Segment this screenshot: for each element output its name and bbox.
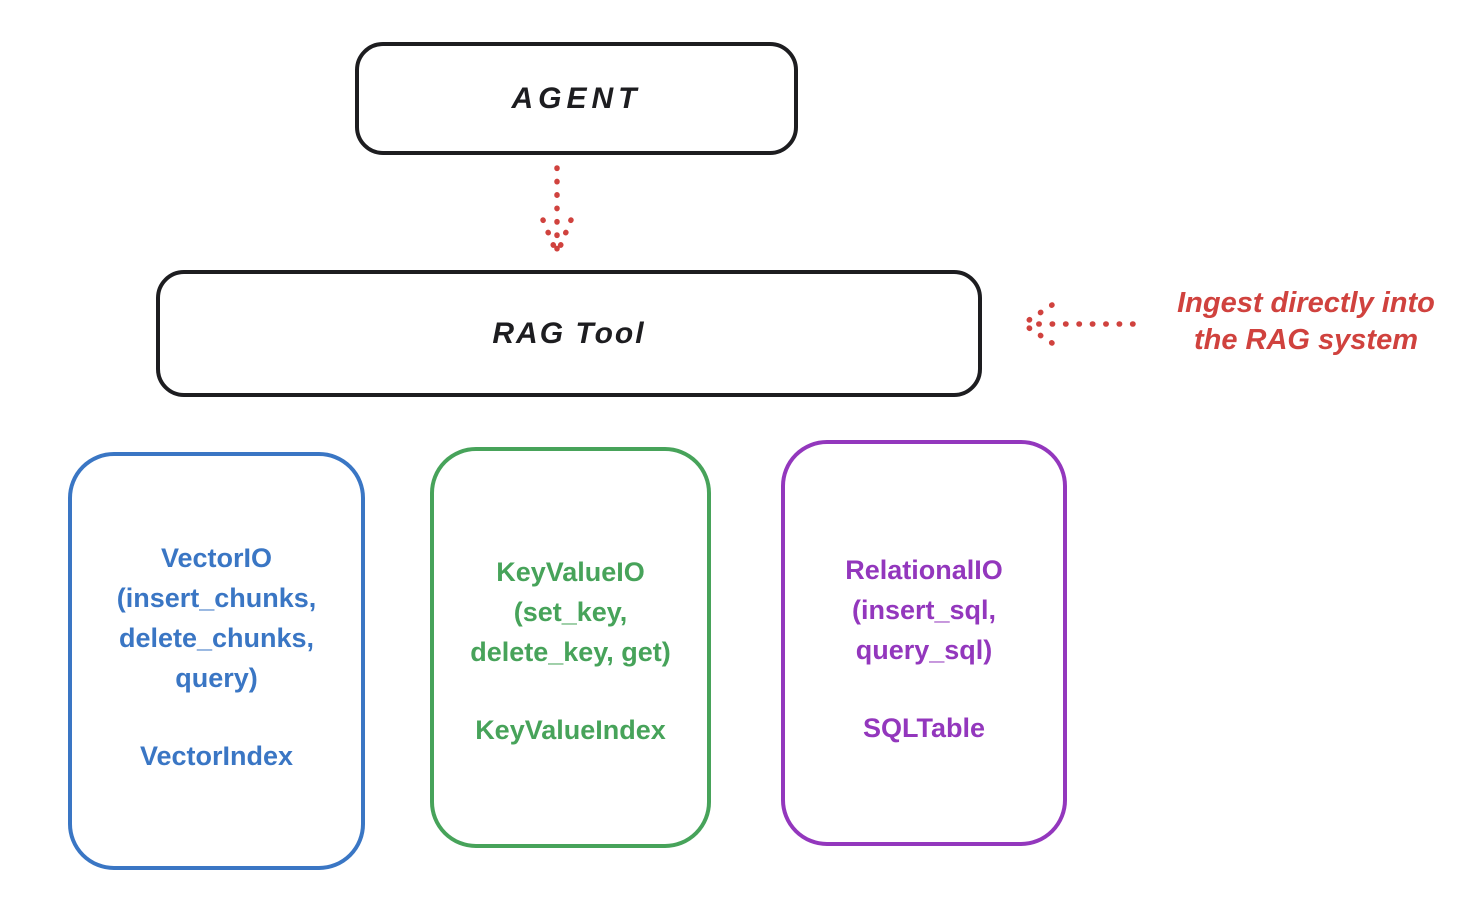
keyvalue-io-box: KeyValueIO (set_key, delete_key, get) Ke… bbox=[430, 447, 711, 848]
sql-table-label: SQLTable bbox=[862, 713, 985, 743]
rag-tool-label: RAG Tool bbox=[492, 316, 646, 350]
node-title-line: KeyValueIO bbox=[496, 557, 645, 587]
node-title-line: (insert_sql, bbox=[851, 595, 997, 625]
ingest-annotation-line1: Ingest directly into bbox=[1177, 287, 1435, 319]
vector-io-box: VectorIO (insert_chunks, delete_chunks, … bbox=[68, 452, 365, 870]
agent-box: AGENT bbox=[355, 42, 798, 155]
node-title-line: RelationalIO bbox=[845, 555, 1003, 585]
node-title-line: query) bbox=[175, 663, 258, 693]
vector-io-title: VectorIO (insert_chunks, delete_chunks, … bbox=[72, 538, 361, 698]
relational-io-title: RelationalIO (insert_sql, query_sql) bbox=[785, 550, 1063, 670]
node-title-line: (set_key, bbox=[513, 597, 628, 627]
agent-label: AGENT bbox=[511, 81, 642, 115]
keyvalue-index-label: KeyValueIndex bbox=[475, 715, 666, 745]
node-title-line: delete_chunks, bbox=[118, 623, 315, 653]
ingest-annotation: Ingest directly into the RAG system bbox=[1140, 285, 1472, 359]
arrow-agent-to-rag-icon bbox=[540, 165, 574, 257]
node-title-line: (insert_chunks, bbox=[116, 583, 317, 613]
node-title-line: VectorIO bbox=[160, 543, 273, 573]
arrow-ingest-icon bbox=[1020, 302, 1136, 346]
relational-io-box: RelationalIO (insert_sql, query_sql) SQL… bbox=[781, 440, 1067, 846]
rag-tool-box: RAG Tool bbox=[156, 270, 982, 397]
vector-index-label: VectorIndex bbox=[139, 741, 294, 771]
ingest-annotation-line2: the RAG system bbox=[1193, 324, 1418, 356]
node-title-line: query_sql) bbox=[855, 635, 993, 665]
node-title-line: delete_key, get) bbox=[470, 637, 671, 667]
keyvalue-io-title: KeyValueIO (set_key, delete_key, get) bbox=[434, 552, 707, 672]
